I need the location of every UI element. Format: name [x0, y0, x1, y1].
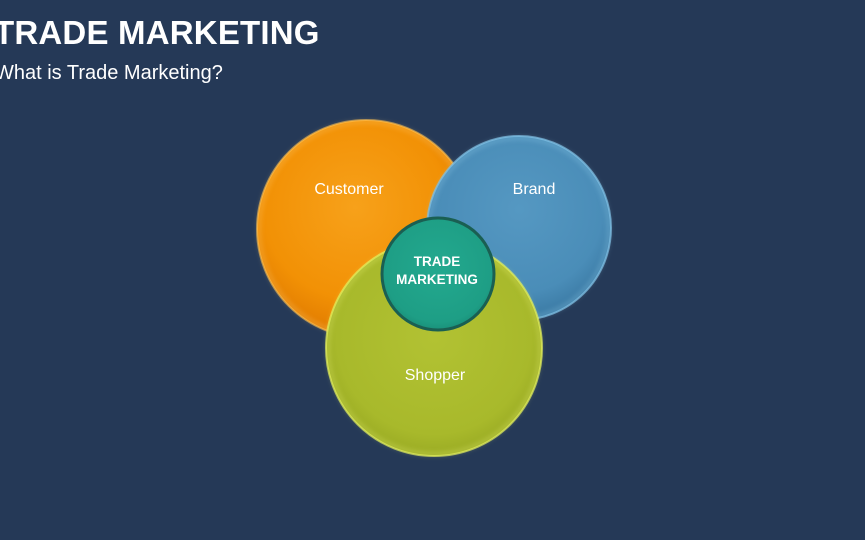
trade-marketing-center [380, 216, 496, 332]
center-label-line1: TRADE [414, 254, 461, 269]
brand-label: Brand [513, 181, 556, 198]
customer-label: Customer [314, 181, 384, 198]
page-title: TRADE MARKETING [0, 14, 320, 51]
center-label-line2: MARKETING [396, 272, 478, 287]
page-subtitle: What is Trade Marketing? [0, 62, 223, 84]
shopper-label: Shopper [405, 367, 466, 384]
